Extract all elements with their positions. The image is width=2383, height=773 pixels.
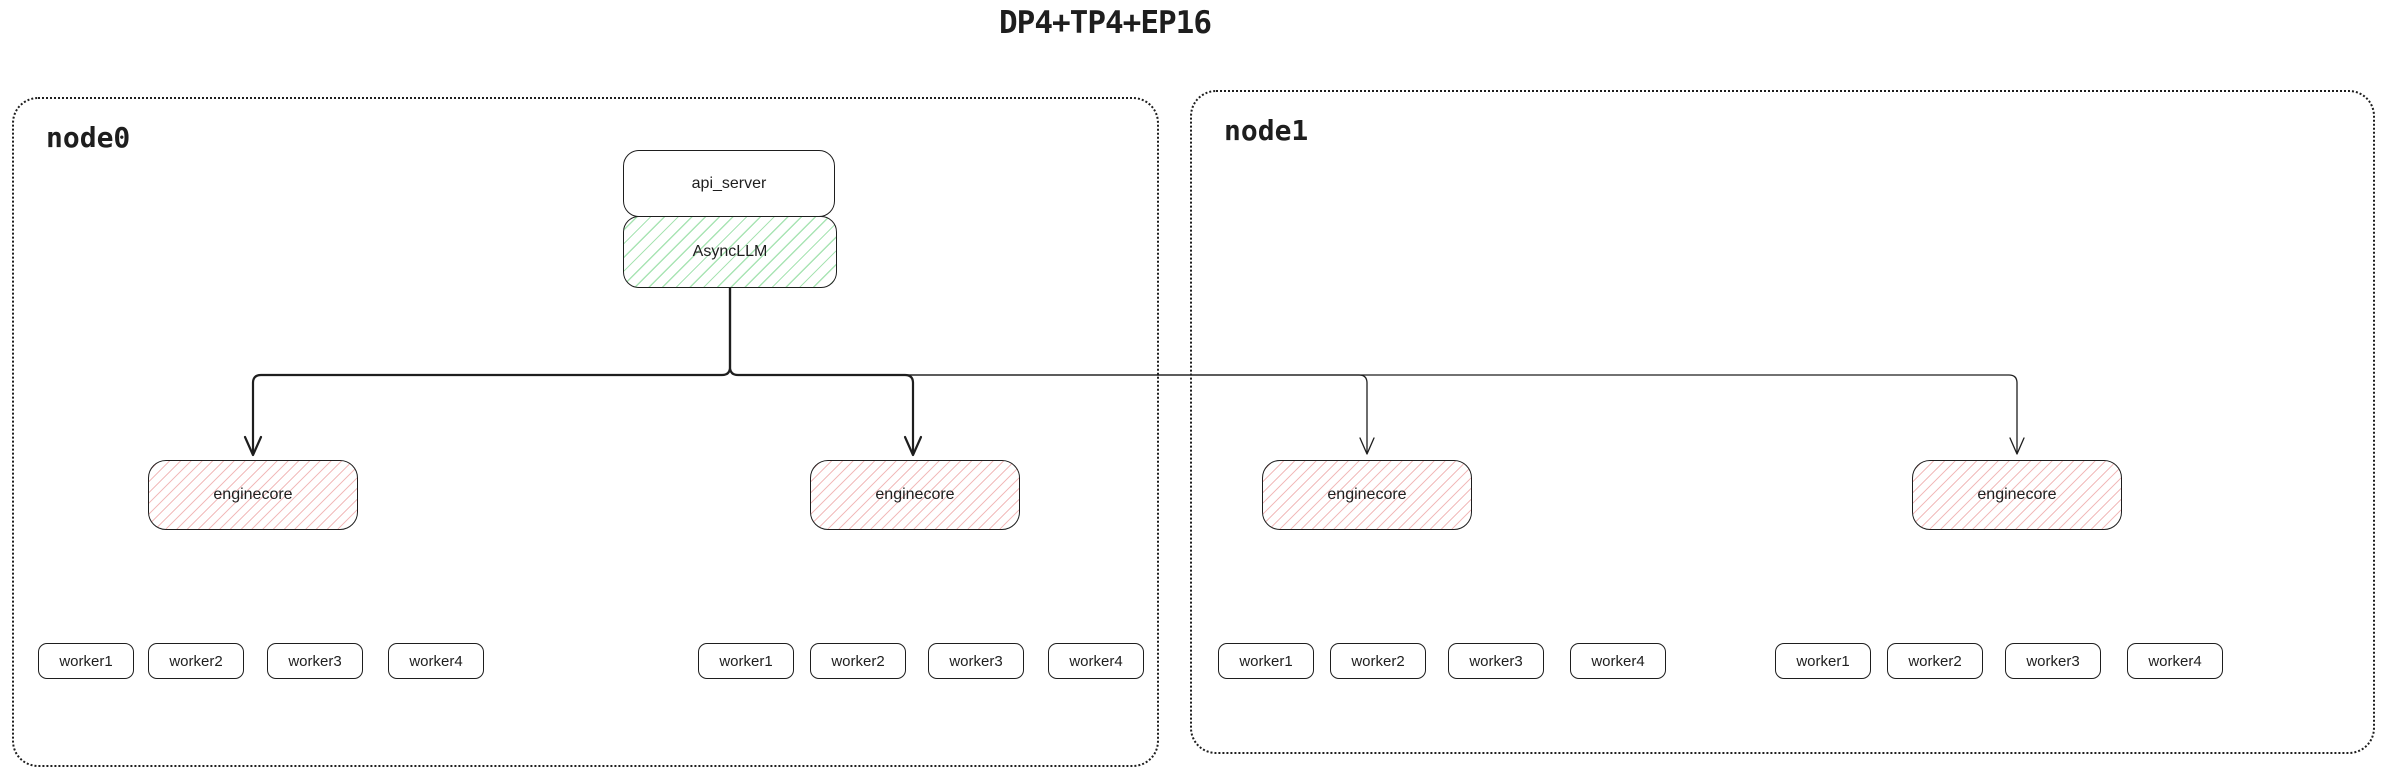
api-server-label: api_server <box>691 174 767 192</box>
node0-enginecore-1-box: enginecore <box>148 460 358 530</box>
node1-enginecore-1-box: enginecore <box>1262 460 1472 530</box>
node0-enginecore-2-box: enginecore <box>810 460 1020 530</box>
node1-label: node1 <box>1224 114 1309 147</box>
node0-ec2-worker3: worker3 <box>928 643 1024 679</box>
node1-ec2-worker1: worker1 <box>1775 643 1871 679</box>
asyncllm-label: AsyncLLM <box>692 243 768 260</box>
node1-enginecore-2-box: enginecore <box>1912 460 2122 530</box>
node0-ec1-worker3: worker3 <box>267 643 363 679</box>
node1-ec1-worker1: worker1 <box>1218 643 1314 679</box>
enginecore-label: enginecore <box>213 486 293 503</box>
diagram-title: DP4+TP4+EP16 <box>999 5 1212 41</box>
asyncllm-box: AsyncLLM <box>623 216 837 288</box>
node1-ec2-worker3: worker3 <box>2005 643 2101 679</box>
node0-ec2-worker4: worker4 <box>1048 643 1144 679</box>
node0-ec2-worker1: worker1 <box>698 643 794 679</box>
node1-ec1-worker3: worker3 <box>1448 643 1544 679</box>
node1-ec1-worker4: worker4 <box>1570 643 1666 679</box>
node0-ec1-worker4: worker4 <box>388 643 484 679</box>
node1-ec2-worker2: worker2 <box>1887 643 1983 679</box>
node0-ec2-worker2: worker2 <box>810 643 906 679</box>
enginecore-label: enginecore <box>875 486 955 503</box>
node0-label: node0 <box>46 121 131 154</box>
node1-ec1-worker2: worker2 <box>1330 643 1426 679</box>
api-server-box: api_server <box>623 150 835 217</box>
enginecore-label: enginecore <box>1327 486 1407 503</box>
node0-ec1-worker2: worker2 <box>148 643 244 679</box>
node0-ec1-worker1: worker1 <box>38 643 134 679</box>
node1-ec2-worker4: worker4 <box>2127 643 2223 679</box>
enginecore-label: enginecore <box>1977 486 2057 503</box>
